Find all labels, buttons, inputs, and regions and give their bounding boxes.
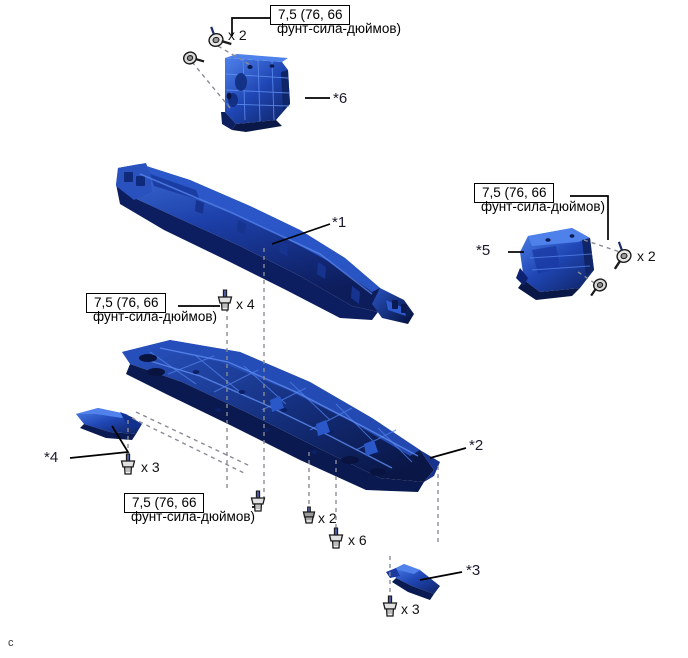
torque-units-top: фунт-сила-дюймов) [277, 21, 402, 36]
torque-value-bottom-left: 7,5 (76, 66 [124, 493, 204, 514]
qty-label-bottom-x6: x 6 [348, 532, 367, 548]
torque-callout-bottom-left: 7,5 (76, 66 фунт-сила-дюймов) [124, 493, 255, 524]
torque-units-mid-left: фунт-сила-дюймов) [93, 309, 218, 324]
part-label-1: *1 [332, 214, 347, 231]
torque-units-bottom-left: фунт-сила-дюймов) [131, 509, 256, 524]
torque-value-right: 7,5 (76, 66 [474, 183, 554, 204]
part-1-graphic [116, 163, 414, 324]
part-4-graphic [76, 408, 142, 440]
torque-callout-mid-left: 7,5 (76, 66 фунт-сила-дюймов) [86, 293, 217, 324]
torque-callout-right: 7,5 (76, 66 фунт-сила-дюймов) [474, 183, 605, 214]
part-label-2: *2 [469, 437, 484, 454]
part-5-graphic [516, 228, 594, 300]
part-label-3: *3 [466, 562, 481, 579]
torque-value-mid-left: 7,5 (76, 66 [86, 293, 166, 314]
qty-label-right-x2: x 2 [637, 248, 656, 264]
part-label-5: *5 [476, 242, 491, 259]
part-2-graphic [122, 340, 440, 492]
part-6-graphic [221, 54, 290, 132]
torque-callout-top: 7,5 (76, 66 фунт-сила-дюймов) [270, 5, 401, 36]
qty-label-top-x2: x 2 [228, 27, 247, 43]
qty-label-bottom-x2: x 2 [318, 510, 337, 526]
qty-label-left-x3: x 3 [141, 459, 160, 475]
qty-label-mid-x4: x 4 [236, 296, 255, 312]
torque-units-right: фунт-сила-дюймов) [481, 199, 606, 214]
part-3-graphic [386, 564, 440, 600]
part-label-6: *6 [333, 90, 348, 107]
corner-mark: c [8, 637, 14, 649]
torque-value-top: 7,5 (76, 66 [270, 5, 350, 26]
qty-label-part3-x3: x 3 [401, 601, 420, 617]
part-label-4: *4 [44, 449, 59, 466]
